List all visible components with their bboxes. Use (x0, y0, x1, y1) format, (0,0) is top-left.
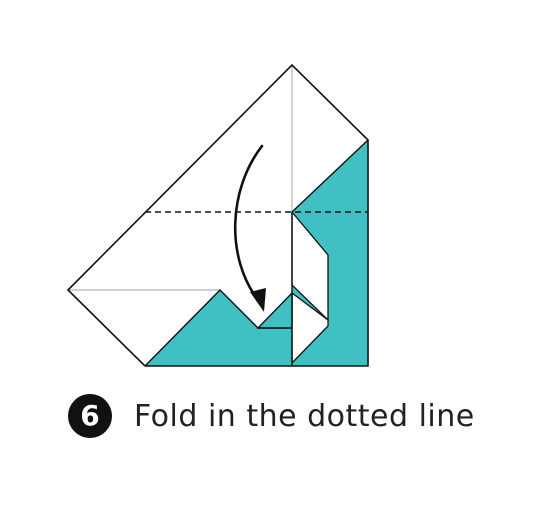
step-instruction: Fold in the dotted line (134, 398, 475, 434)
step-caption: 6 Fold in the dotted line (68, 392, 475, 440)
curved-down-arrow-icon (233, 144, 266, 312)
teal-diagonal-edge (291, 139, 369, 213)
paper-outline (66, 63, 369, 367)
step-number-badge: 6 (68, 394, 112, 438)
paper-white-face (68, 65, 368, 366)
teal-edge-outline (144, 289, 292, 367)
